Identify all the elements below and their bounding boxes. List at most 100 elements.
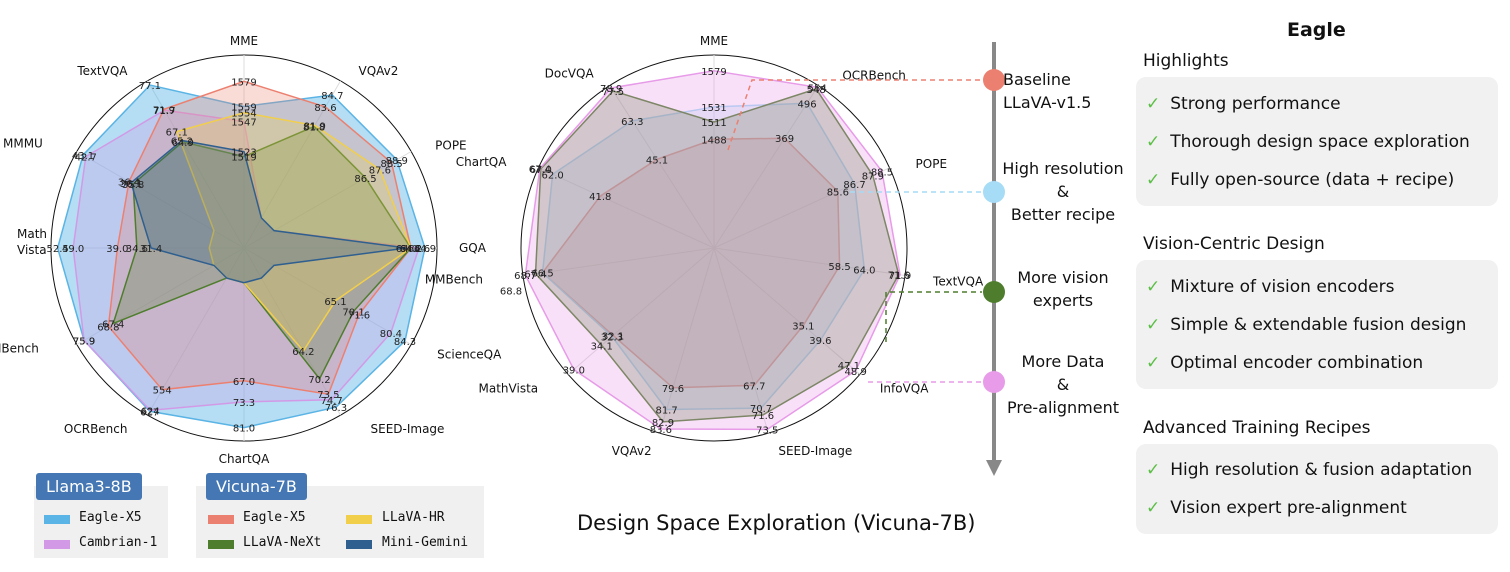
data-label: 83.6 <box>314 103 336 114</box>
radar-spoke <box>243 247 341 416</box>
data-label: 67.0 <box>233 377 255 388</box>
data-label: 67.1 <box>166 128 188 139</box>
section-title-training: Advanced Training Recipes <box>1143 418 1371 438</box>
highlight-item: ✓Strong performance <box>1146 94 1341 114</box>
data-label: 81.9 <box>304 121 326 132</box>
stage-marker <box>983 371 1005 393</box>
data-label: 68.7 <box>514 271 536 282</box>
item-text: Optimal encoder combination <box>1170 353 1424 373</box>
data-label: 65.2 <box>171 136 193 147</box>
training-item: ✓Vision expert pre-alignment <box>1146 498 1407 518</box>
radar-series-eagle-x5 <box>107 80 412 396</box>
data-label: 83.6 <box>650 425 672 436</box>
data-label: 71.6 <box>348 310 370 321</box>
data-label: 64.2 <box>292 347 314 358</box>
legend-swatch <box>346 540 372 549</box>
data-label: 74.7 <box>320 396 342 407</box>
check-icon: ✓ <box>1146 498 1161 518</box>
data-label: 45.1 <box>646 155 668 166</box>
data-label: 64.9 <box>414 244 436 255</box>
stage-marker <box>983 281 1005 303</box>
data-label: 73.3 <box>233 398 255 409</box>
legend-swatch <box>208 540 234 549</box>
stage-line: & <box>1056 182 1070 201</box>
data-label: 49.0 <box>62 244 84 255</box>
data-label: 68.8 <box>97 322 119 333</box>
data-label: 86.5 <box>354 174 376 185</box>
vision-item: ✓Optimal encoder combination <box>1146 353 1423 373</box>
radar-spoke <box>76 247 245 345</box>
radar-spoke <box>713 247 861 375</box>
data-label: 627 <box>140 407 159 418</box>
data-label: 84.7 <box>321 91 343 102</box>
radar-spoke <box>243 80 341 249</box>
data-label: 87.9 <box>862 171 884 182</box>
legend-item: LLaVA-NeXt <box>243 535 322 550</box>
data-label: 1579 <box>701 67 726 78</box>
data-label: 80.4 <box>380 329 402 340</box>
stage-line: More vision <box>1017 268 1109 287</box>
data-label: 81.8 <box>303 122 325 133</box>
axis-label: SEED-Image <box>778 444 852 458</box>
data-label: 67.0 <box>530 165 552 176</box>
data-label: 66.5 <box>531 269 553 280</box>
radar-spoke <box>243 151 412 249</box>
data-label: 62.0 <box>541 170 563 181</box>
data-label: 1519 <box>231 153 256 164</box>
data-label: 88.9 <box>386 156 408 167</box>
vision-item: ✓Simple & extendable fusion design <box>1146 315 1466 335</box>
stage-line: High resolution <box>1002 159 1124 178</box>
axis-label: VQAv2 <box>359 64 399 78</box>
highlight-item: ✓Thorough design space exploration <box>1146 132 1470 152</box>
data-label: 1579 <box>231 77 256 88</box>
radar-spoke <box>713 247 769 434</box>
data-label: 67.4 <box>524 270 546 281</box>
data-label: 88.5 <box>871 167 893 178</box>
legend-item: Eagle-X5 <box>79 510 142 525</box>
data-label: 68.8 <box>500 286 522 297</box>
panel-title: Eagle <box>1287 19 1346 41</box>
axis-label: POPE <box>435 139 467 153</box>
data-label: 71.6 <box>752 411 774 422</box>
check-icon: ✓ <box>1146 132 1161 152</box>
data-label: 67.4 <box>102 320 124 331</box>
radar-spoke <box>713 85 819 249</box>
data-label: 75.9 <box>73 336 95 347</box>
data-label: 64.0 <box>853 266 875 277</box>
data-label: 41.8 <box>589 192 611 203</box>
data-label: 34.6 <box>126 244 148 255</box>
data-label: 64.0 <box>396 244 418 255</box>
axis-label: SEED-Image <box>371 422 445 436</box>
legend-swatch <box>44 515 70 524</box>
axis-label: POPE <box>916 157 948 171</box>
stage-line: Pre-alignment <box>1006 398 1120 417</box>
radar-chart-left: 155984.788.964.984.376.381.062775.952.54… <box>0 34 502 466</box>
vision-item: ✓Mixture of vision encoders <box>1146 277 1394 297</box>
data-label: 1488 <box>701 135 726 146</box>
stage-line: & <box>1056 375 1070 394</box>
item-text: Strong performance <box>1170 94 1341 114</box>
data-label: 1531 <box>701 103 726 114</box>
stage-line: Better recipe <box>1010 205 1116 224</box>
item-text: Mixture of vision encoders <box>1170 277 1395 297</box>
stage-connector <box>727 79 982 151</box>
legend-item: Eagle-X5 <box>243 510 306 525</box>
data-label: 496 <box>797 99 816 110</box>
axis-label: InfoVQA <box>880 381 929 395</box>
data-label: 70.7 <box>750 404 772 415</box>
axis-label: GQA <box>459 241 487 255</box>
radar-series-mini-gemini <box>130 139 407 284</box>
data-label: 86.7 <box>843 180 865 191</box>
data-label: 36.1 <box>120 179 142 190</box>
data-label: 32.3 <box>601 332 623 343</box>
axis-label: OCRBench <box>64 422 128 436</box>
data-label: 67.4 <box>529 164 551 175</box>
data-label: 35.8 <box>122 180 144 191</box>
stage-label-more-data: More Data & Pre-alignment <box>1003 350 1123 419</box>
data-label: 34.1 <box>591 341 613 352</box>
data-label: 67.7 <box>743 381 765 392</box>
axis-label: OCRBench <box>842 69 906 83</box>
axis-label: ScienceQA <box>437 348 502 362</box>
legend-llama-header: Llama3-8B <box>36 473 142 500</box>
